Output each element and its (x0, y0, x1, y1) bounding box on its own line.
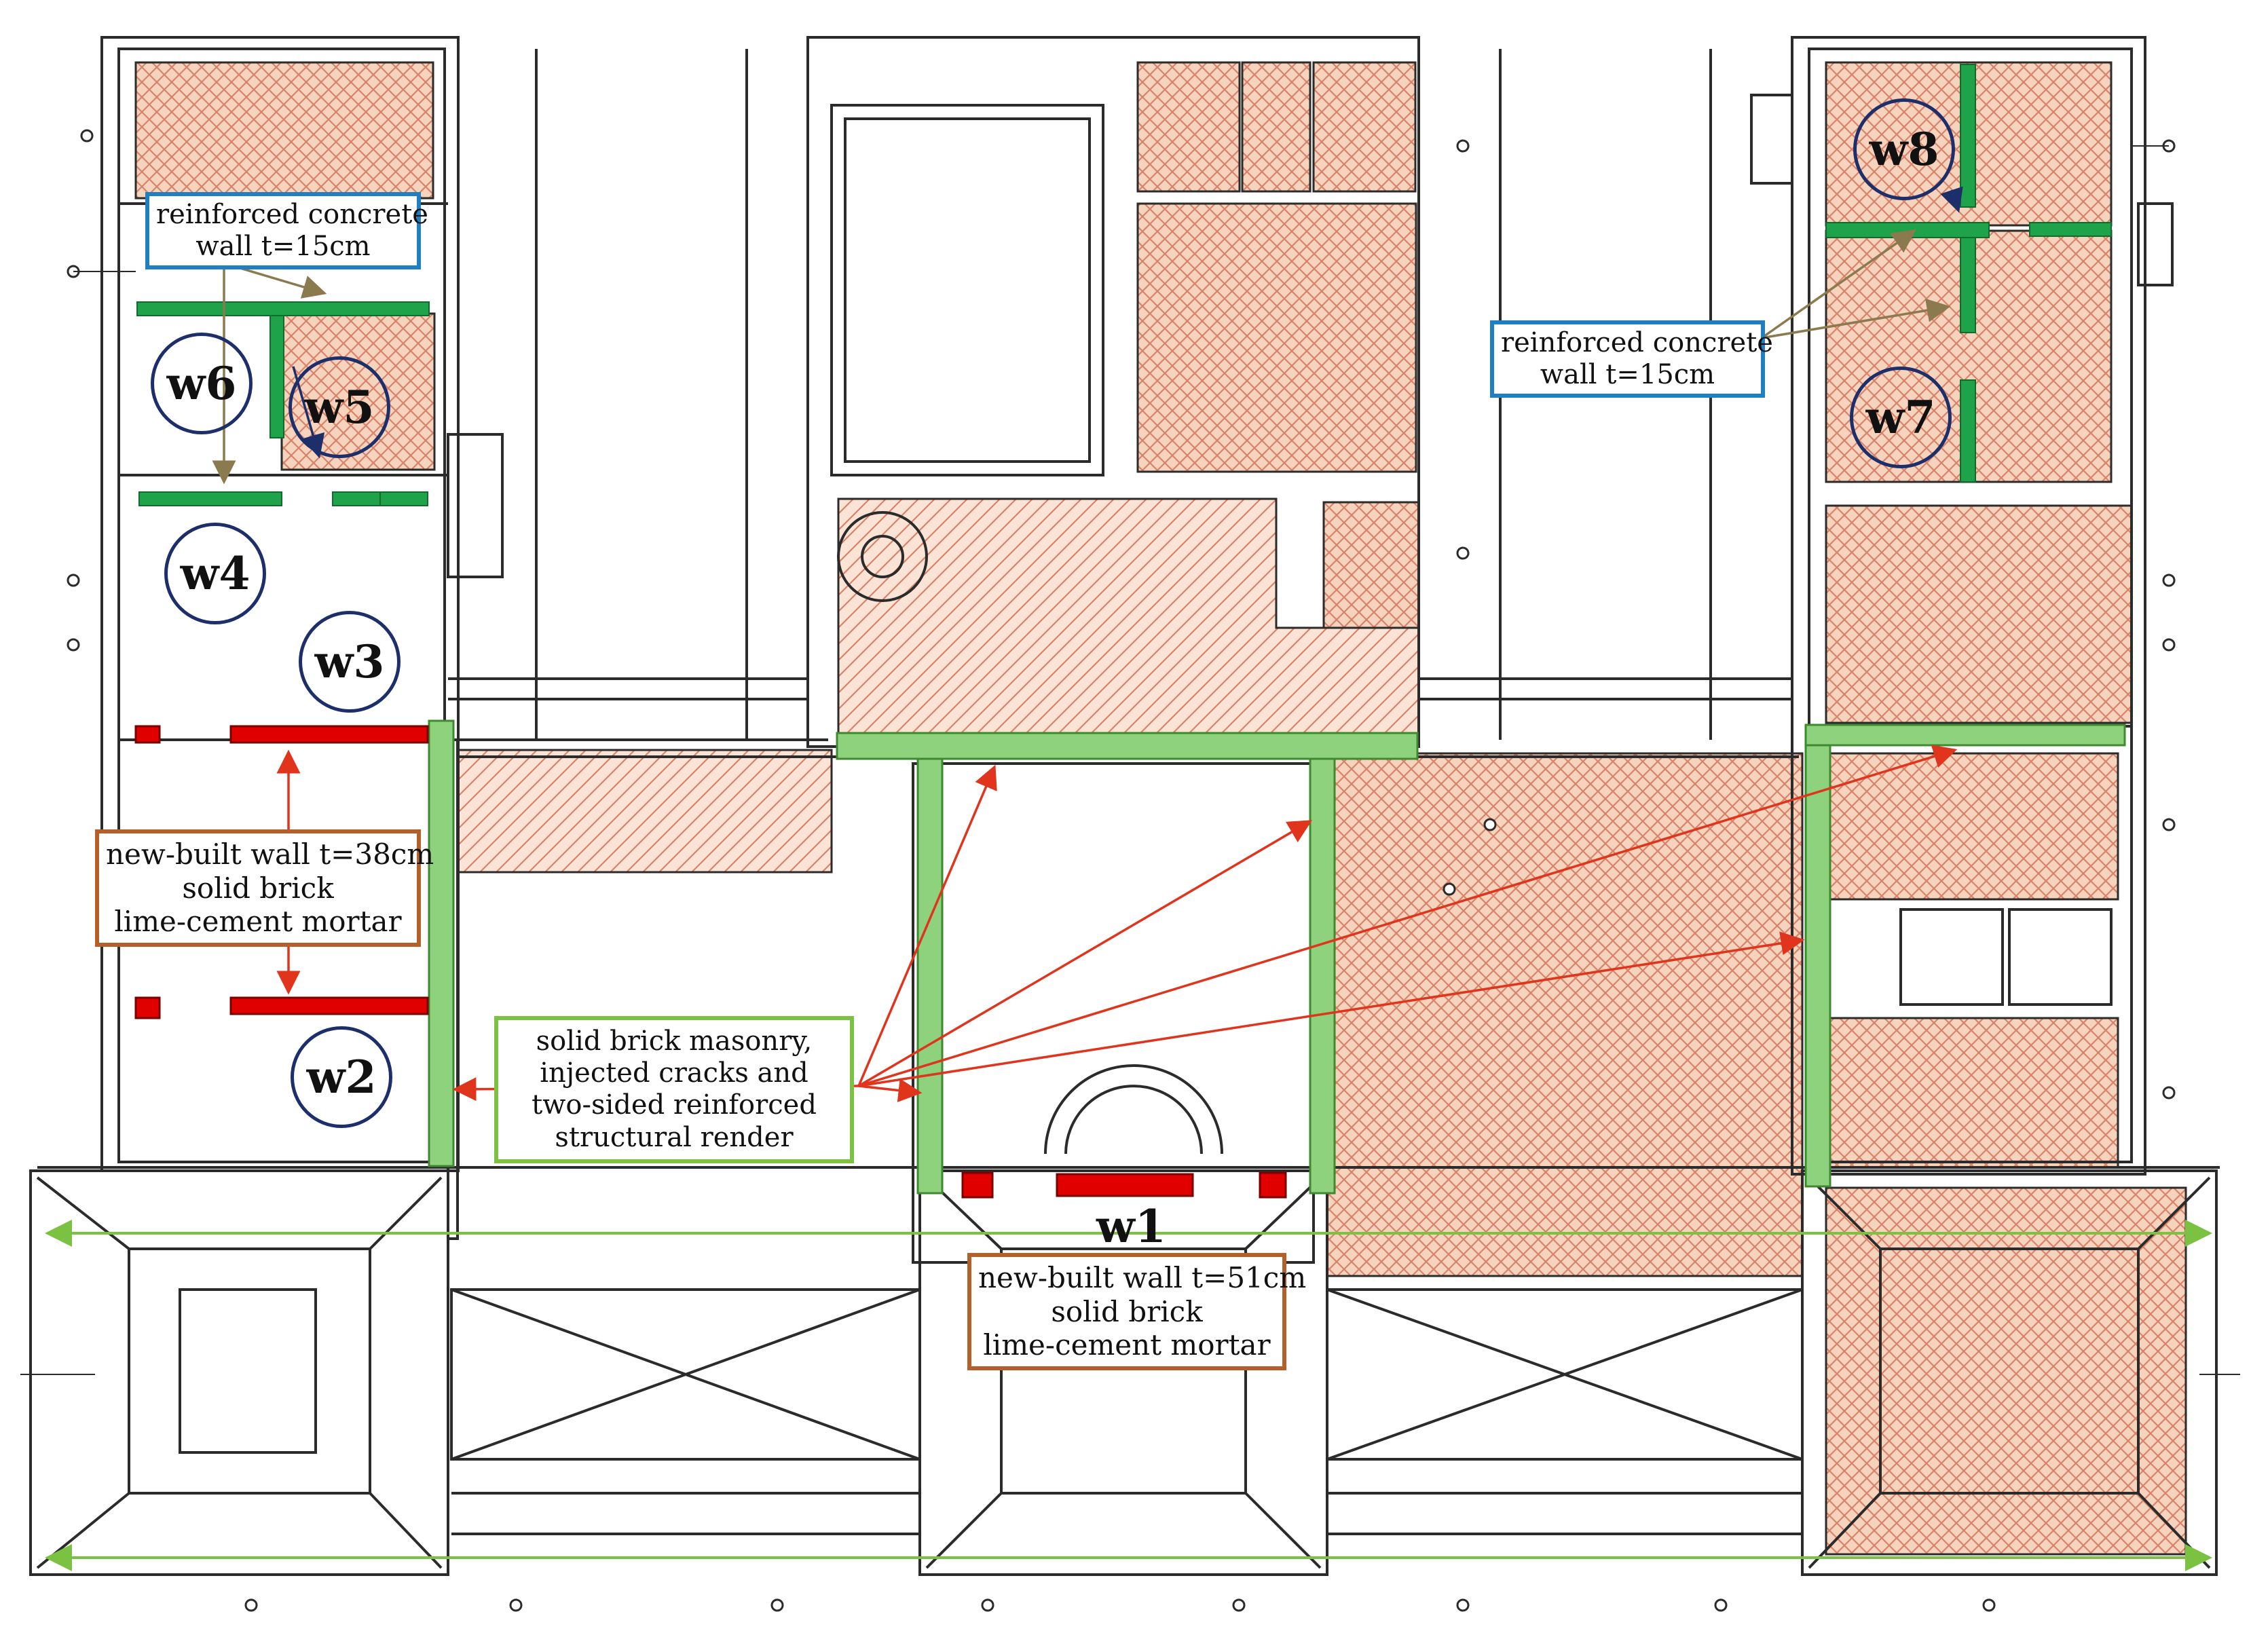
callout-new-wall-38: new-built wall t=38cm solid brick lime-c… (95, 829, 434, 947)
callout-new38-line3: lime-cement mortar (114, 905, 402, 939)
callout-new38-line2: solid brick (182, 871, 334, 905)
room-right-small (1322, 501, 1420, 639)
masonry-walls (428, 719, 2126, 1195)
callout-rc-right-line2: wall t=15cm (1540, 359, 1715, 391)
rc-wall-w4-a (138, 491, 282, 506)
masonry-wall-top-center (836, 732, 1419, 760)
room-top-small-1 (1136, 61, 1241, 193)
new-wall-w2 (229, 996, 429, 1015)
wall-label-w3: w3 (299, 611, 401, 713)
corridor-diagonal (457, 749, 833, 874)
room-top-left (134, 61, 434, 200)
rc-wall-w8-vert (1960, 64, 1976, 208)
callout-rc-left-line1: reinforced concrete (156, 199, 428, 230)
rc-walls (136, 64, 2112, 506)
wall-label-w6: w6 (151, 333, 253, 434)
wall-label-w7: w7 (1850, 367, 1952, 468)
wall-label-w5: w5 (289, 356, 390, 458)
callout-new38-line1: new-built wall t=38cm (106, 838, 434, 871)
room-right-mid (1825, 504, 2133, 724)
callout-new-wall-51: new-built wall t=51cm solid brick lime-c… (967, 1253, 1307, 1370)
callout-arrows-red (276, 745, 1958, 1102)
new-wall-w1 (1056, 1173, 1194, 1197)
masonry-wall-center-right (1309, 757, 1336, 1195)
rc-wall-w6-top (136, 301, 430, 316)
wall-label-w1: w1 (1096, 1200, 1166, 1253)
callout-rc-wall-right: reinforced concrete wall t=15cm (1490, 320, 1773, 398)
grid-markers (67, 129, 2176, 1612)
wall-label-w2: w2 (291, 1026, 392, 1128)
callout-masonry-line1: solid brick masonry, (536, 1026, 813, 1057)
room-large-right (1326, 752, 1804, 1277)
callout-masonry-line3: two-sided reinforced (532, 1089, 817, 1121)
masonry-wall-center-left (916, 757, 944, 1195)
masonry-wall-right (1804, 744, 1831, 1188)
callout-rc-right-line1: reinforced concrete (1501, 327, 1773, 358)
new-walls (134, 725, 1287, 1199)
new-wall-w1-left (961, 1171, 994, 1199)
dimension-lines (45, 1220, 2212, 1571)
masonry-wall-left (428, 719, 455, 1167)
new-wall-w3-small (134, 725, 161, 744)
new-wall-w2-small (134, 996, 161, 1019)
room-top-small-3 (1312, 61, 1417, 193)
rc-wall-w7-vert-b (1960, 379, 1976, 483)
callout-rc-left-line2: wall t=15cm (196, 231, 371, 263)
room-right-lower-2 (1825, 1017, 2119, 1169)
room-stair-top (1136, 202, 1417, 473)
rc-wall-w4-c (379, 491, 428, 506)
callout-new51-line3: lime-cement mortar (983, 1328, 1271, 1362)
grid-lines (20, 145, 2240, 1375)
callout-new51-line1: new-built wall t=51cm (978, 1261, 1307, 1294)
rc-wall-w8-h-right (2029, 222, 2112, 237)
callout-new51-line2: solid brick (1051, 1294, 1203, 1328)
masonry-wall-top-right (1804, 724, 2126, 747)
new-wall-w1-right (1259, 1171, 1287, 1199)
callout-masonry: solid brick masonry, injected cracks and… (494, 1016, 854, 1163)
new-wall-w3 (229, 725, 429, 744)
callout-masonry-line4: structural render (555, 1121, 794, 1153)
rc-wall-w5 (269, 315, 284, 438)
wall-label-w8: w8 (1853, 98, 1955, 200)
callout-rc-wall-left: reinforced concrete wall t=15cm (145, 192, 428, 270)
room-top-small-2 (1241, 61, 1311, 193)
room-right-lower-1 (1825, 752, 2119, 901)
callout-masonry-line2: injected cracks and (540, 1057, 808, 1089)
rc-wall-w7-vert-a (1960, 237, 1976, 333)
wall-label-w4: w4 (164, 523, 266, 624)
